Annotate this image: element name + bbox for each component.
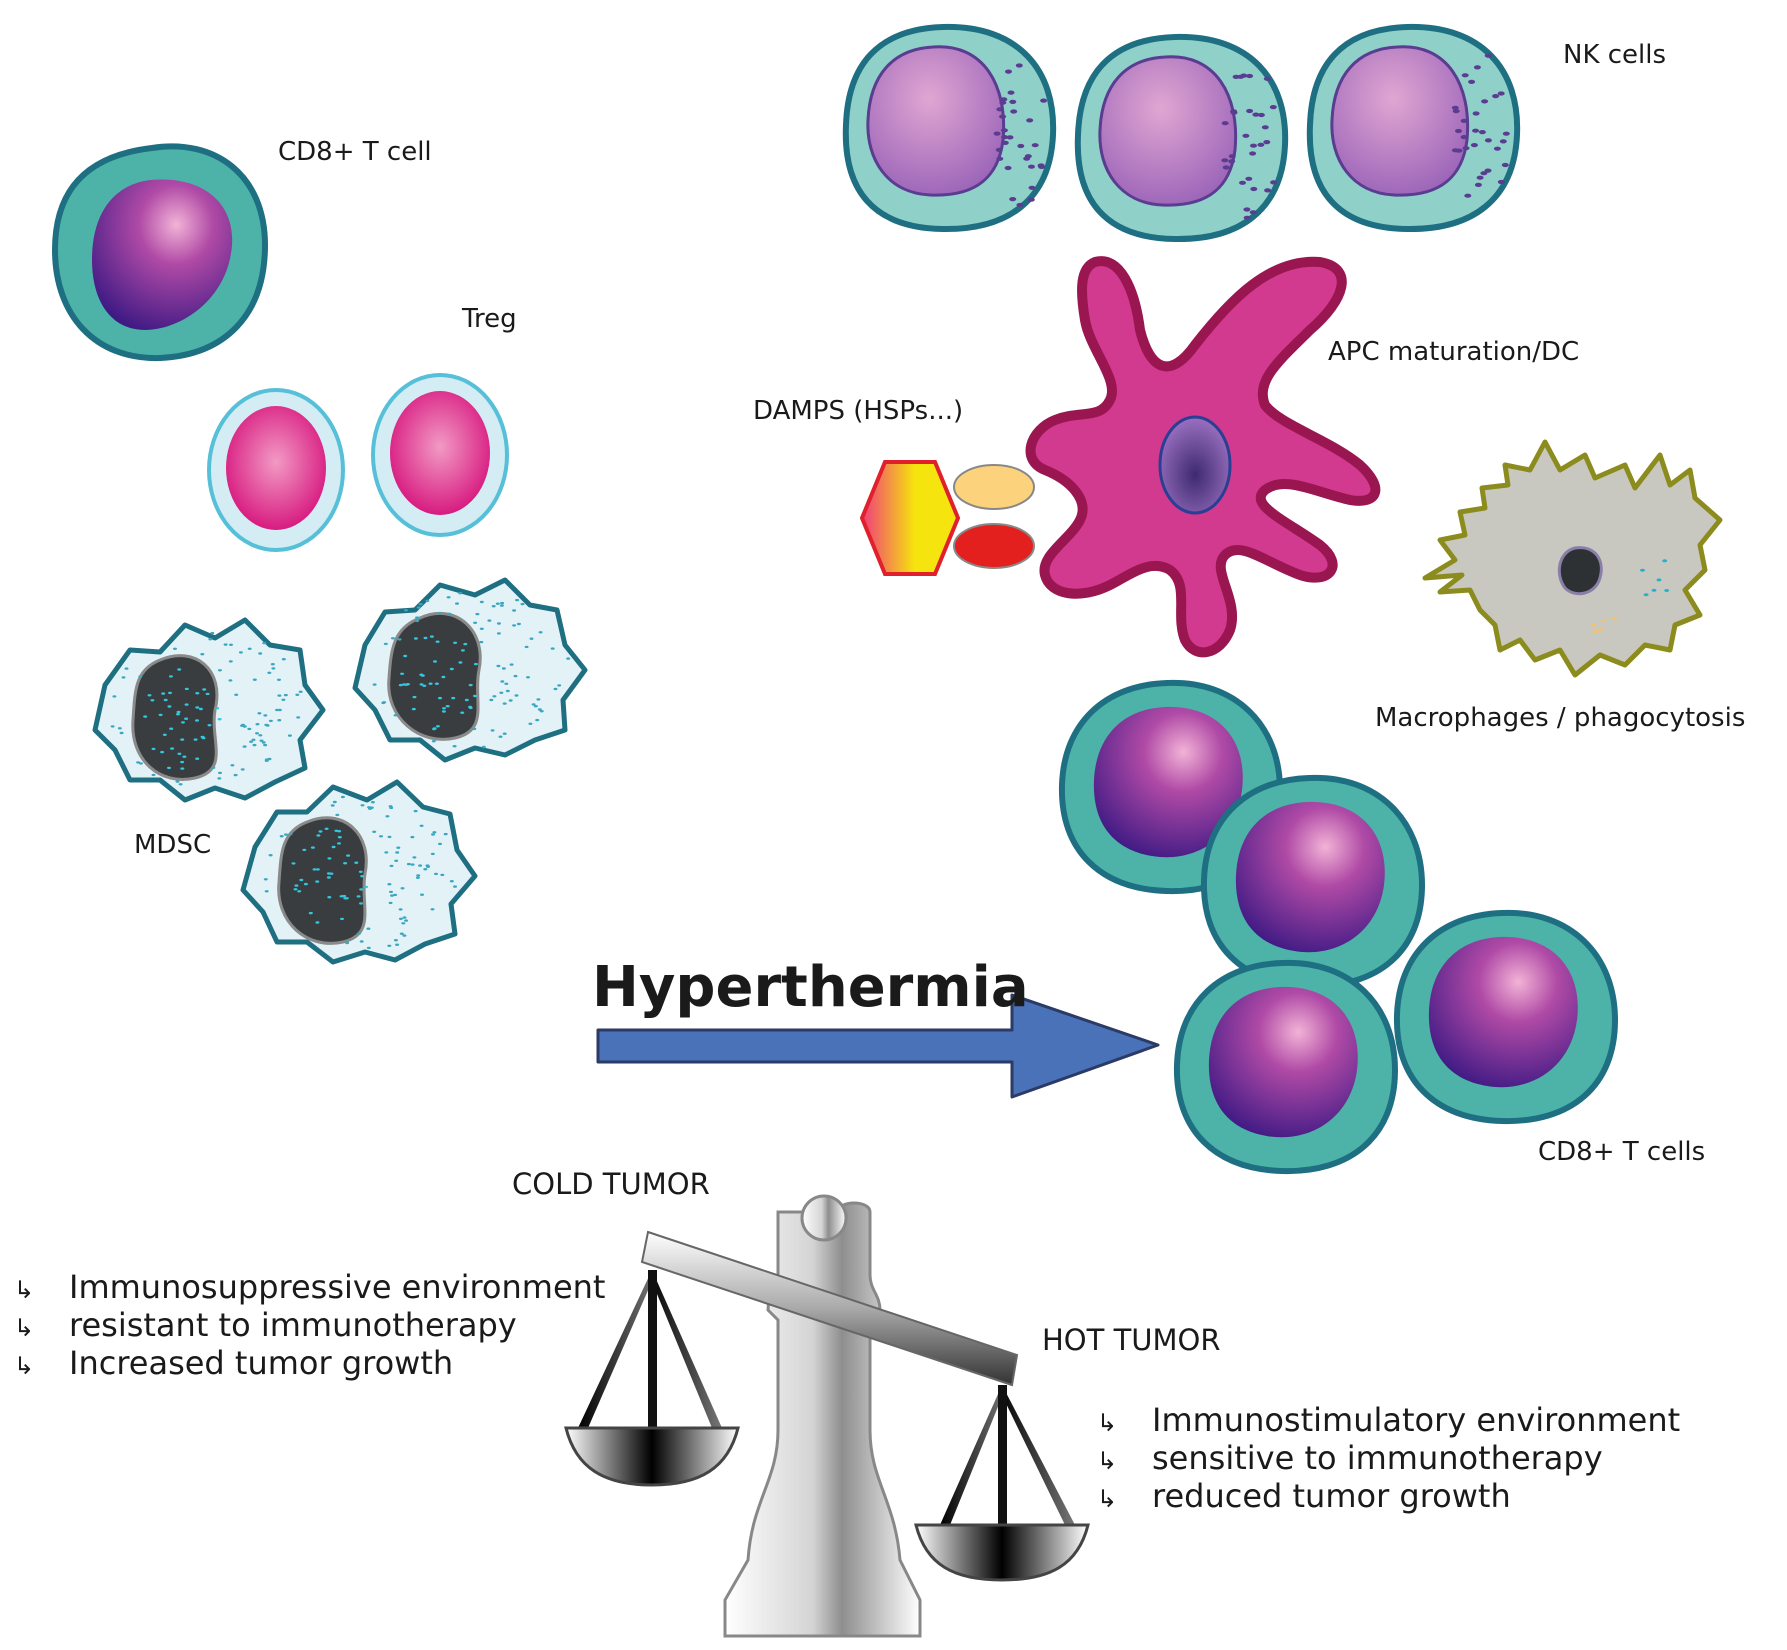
dendritic-cell	[1025, 256, 1381, 658]
cd8-t-cell	[1173, 959, 1399, 1175]
nk-cell	[1306, 23, 1521, 233]
macrophage	[1422, 439, 1723, 678]
granules	[993, 63, 1048, 208]
cd8-t-cell	[1200, 774, 1426, 990]
list-item: ↳ Immunosuppressive environment	[14, 1268, 605, 1306]
cd8-t-cell	[1393, 909, 1619, 1125]
arrow-bullet-icon: ↳	[14, 1276, 35, 1304]
cd8-t-cell-label: CD8+ T cell	[278, 137, 432, 167]
granules	[291, 827, 369, 924]
mdsc-cell	[352, 577, 588, 763]
list-item-text: Increased tumor growth	[69, 1344, 454, 1382]
macrophages-label: Macrophages / phagocytosis	[1375, 703, 1746, 733]
cd8-t-cells-label: CD8+ T cells	[1538, 1137, 1706, 1167]
arrow-bullet-icon: ↳	[14, 1352, 35, 1380]
granules	[1640, 559, 1670, 597]
list-item-text: Immunostimulatory environment	[1152, 1401, 1681, 1439]
list-item-text: resistant to immunotherapy	[69, 1306, 517, 1344]
hot-tumor-title: HOT TUMOR	[1042, 1323, 1221, 1357]
granules	[1451, 53, 1510, 198]
treg-cells	[207, 373, 509, 552]
granules	[143, 668, 222, 770]
damps-molecules	[859, 460, 1035, 576]
treg-label: Treg	[462, 304, 517, 334]
hot-tumor-list: ↳ Immunostimulatory environment ↳ sensitiv…	[1097, 1401, 1680, 1515]
hyperthermia-arrow	[596, 993, 1160, 1099]
mdsc-cell	[92, 617, 326, 803]
damps-label: DAMPS (HSPs...)	[753, 396, 964, 426]
list-item: ↳ Increased tumor growth	[14, 1344, 605, 1382]
granules	[1221, 73, 1278, 220]
granules	[1591, 617, 1617, 633]
list-item-text: reduced tumor growth	[1152, 1477, 1511, 1515]
arrow-bullet-icon: ↳	[1097, 1447, 1118, 1475]
arrow-bullet-icon: ↳	[1097, 1409, 1118, 1437]
list-item: ↳ resistant to immunotherapy	[14, 1306, 605, 1344]
cold-tumor-title: COLD TUMOR	[512, 1167, 710, 1201]
granules	[372, 592, 571, 749]
apc-label: APC maturation/DC	[1328, 337, 1580, 367]
list-item-text: Immunosuppressive environment	[69, 1268, 606, 1306]
arrow-bullet-icon: ↳	[1097, 1485, 1118, 1513]
arrow-bullet-icon: ↳	[14, 1314, 35, 1342]
balance-scale	[564, 1194, 1090, 1638]
list-item: ↳ reduced tumor growth	[1097, 1477, 1680, 1515]
nk-cells-label: NK cells	[1563, 40, 1667, 70]
mdsc-cells	[92, 577, 588, 965]
nk-cells	[842, 23, 1521, 243]
hyperthermia-label: Hyperthermia	[592, 955, 1029, 1020]
cd8-t-cells-group	[1058, 679, 1619, 1175]
nk-cell	[1074, 33, 1289, 243]
cold-tumor-list: ↳ Immunosuppressive environment ↳ resistan…	[14, 1268, 605, 1382]
granules	[263, 795, 457, 950]
list-item-text: sensitive to immunotherapy	[1152, 1439, 1603, 1477]
granules	[398, 635, 478, 731]
list-item: ↳ Immunostimulatory environment	[1097, 1401, 1680, 1439]
granules	[110, 631, 303, 786]
list-item: ↳ sensitive to immunotherapy	[1097, 1439, 1680, 1477]
nk-cell	[842, 23, 1057, 233]
cd8-t-cell-single	[51, 143, 269, 362]
mdsc-label: MDSC	[134, 830, 212, 860]
